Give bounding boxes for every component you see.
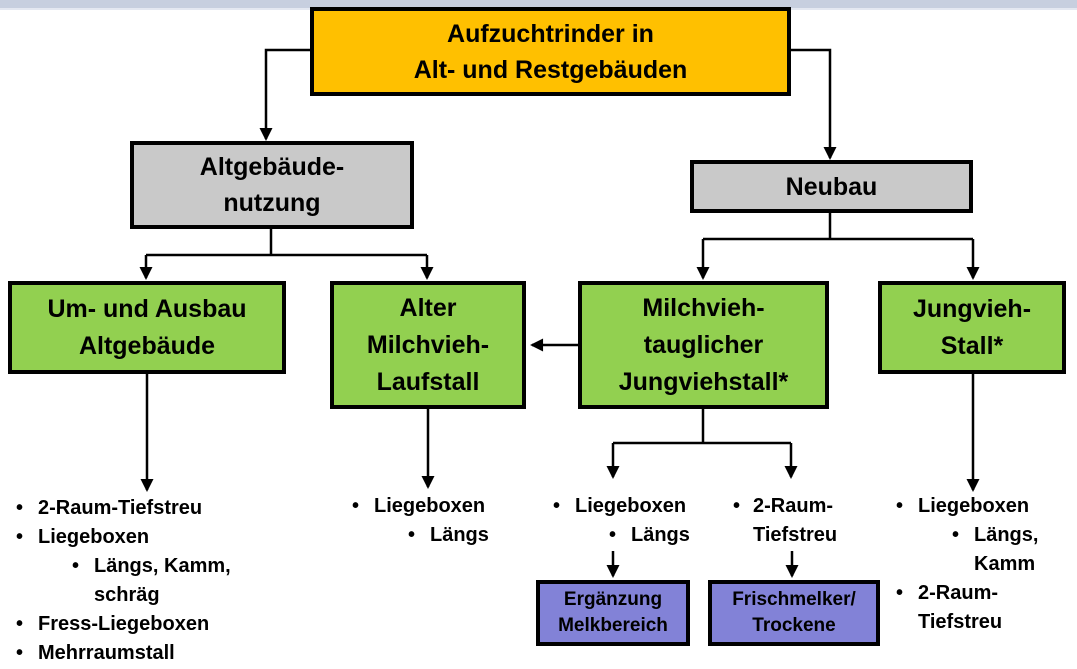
connector-root-to-altgebaeude (259, 48, 310, 141)
list-subitem: Längs, Kamm (896, 521, 1076, 579)
connector-root-to-neubau (790, 48, 837, 160)
node-ergaenzung-melkbereich: Ergänzung Melkbereich (536, 580, 690, 646)
list-item-label: Liegeboxen (918, 495, 1030, 517)
list-item: Liegeboxen (16, 523, 316, 552)
node-milchviehtauglicher-jungviehstall: Milchvieh- tauglicher Jungviehstall* (578, 281, 829, 409)
node-label: Aufzuchtrinder in Alt- und Restgebäuden (413, 19, 688, 84)
node-neubau: Neubau (690, 160, 973, 213)
node-label: Altgebäude- nutzung (199, 153, 345, 217)
list-subitem: Längs, Kamm, schräg (16, 552, 316, 610)
list-item-label: Liegeboxen (374, 495, 486, 517)
list-subitem: Längs (553, 521, 723, 550)
list-item-label: Längs, Kamm (974, 524, 1039, 575)
list-item: Liegeboxen (352, 492, 552, 521)
list-umbau-options: 2-Raum-Tiefstreu Liegeboxen Längs, Kamm,… (16, 494, 316, 668)
node-label: Ergänzung Melkbereich (558, 589, 668, 636)
list-item-label: Mehrraumstall (38, 642, 175, 664)
list-item-label: Liegeboxen (575, 495, 687, 517)
list-item: Fress-Liegeboxen (16, 610, 316, 639)
list-item-label: 2-Raum- Tiefstreu (918, 582, 1003, 633)
list-item-label: Fress-Liegeboxen (38, 613, 210, 635)
list-jungviehstall-options: Liegeboxen Längs, Kamm 2-Raum- Tiefstreu (896, 492, 1076, 637)
list-item: Liegeboxen (896, 492, 1076, 521)
node-label: Jungvieh- Stall* (912, 294, 1032, 360)
node-label: Alter Milchvieh- Laufstall (366, 293, 490, 396)
list-item-label: Liegeboxen (38, 526, 150, 548)
node-alter-milchvieh-laufstall: Alter Milchvieh- Laufstall (330, 281, 526, 409)
list-item: 2-Raum- Tiefstreu (733, 492, 873, 550)
list-item-label: Längs (631, 524, 690, 546)
node-label: Milchvieh- tauglicher Jungviehstall* (618, 293, 789, 396)
window-top-strip (0, 0, 1077, 8)
node-label: Frischmelker/ Trockene (732, 589, 856, 636)
list-milchviehstall-right-options: 2-Raum- Tiefstreu (733, 492, 873, 550)
node-um-und-ausbau-altgebaeude: Um- und Ausbau Altgebäude (8, 281, 286, 374)
node-label: Um- und Ausbau Altgebäude (47, 294, 247, 360)
node-label: Neubau (785, 172, 878, 201)
list-item: 2-Raum-Tiefstreu (16, 494, 316, 523)
node-frischmelker-trockene: Frischmelker/ Trockene (708, 580, 880, 646)
node-altgebaeudenutzung: Altgebäude- nutzung (130, 141, 414, 229)
list-item: 2-Raum- Tiefstreu (896, 579, 1076, 637)
list-item-label: Längs, Kamm, schräg (94, 555, 231, 606)
list-milchviehstall-left-options: Liegeboxen Längs (553, 492, 723, 550)
list-subitem: Längs (352, 521, 552, 550)
list-item: Liegeboxen (553, 492, 723, 521)
node-aufzuchtrinder: Aufzuchtrinder in Alt- und Restgebäuden (310, 7, 791, 96)
list-laufstall-options: Liegeboxen Längs (352, 492, 552, 550)
list-item: Mehrraumstall (16, 639, 316, 668)
node-jungvieh-stall: Jungvieh- Stall* (878, 281, 1066, 374)
list-item-label: 2-Raum- Tiefstreu (753, 495, 838, 546)
list-item-label: Längs (430, 524, 489, 546)
list-item-label: 2-Raum-Tiefstreu (38, 497, 203, 519)
